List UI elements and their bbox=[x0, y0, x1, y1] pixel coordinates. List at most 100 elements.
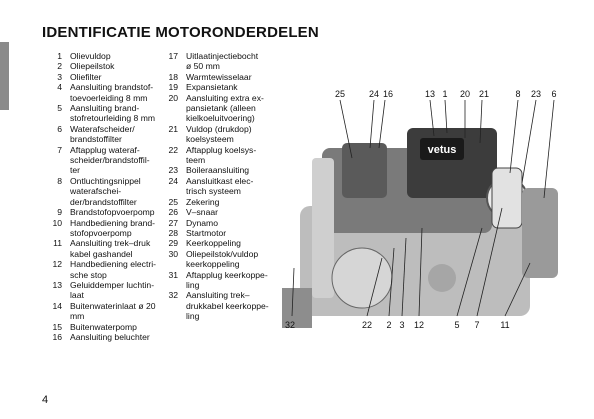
page-number: 4 bbox=[42, 394, 49, 406]
part-number: 28 bbox=[168, 227, 178, 238]
part-number: 7 bbox=[57, 144, 62, 155]
part-item: 23 Boileraansluiting bbox=[160, 165, 272, 175]
callout-label: 5 bbox=[454, 320, 459, 330]
callout-label: 3 bbox=[399, 320, 404, 330]
part-description-line: ling bbox=[186, 311, 200, 322]
section-tab-marker bbox=[0, 42, 9, 110]
badge-plate bbox=[420, 138, 464, 160]
part-number: 11 bbox=[53, 238, 62, 249]
part-description-line: Aansluiting extra ex- bbox=[186, 92, 264, 103]
part-description-line: teem bbox=[186, 155, 206, 166]
page-title: IDENTIFICATIE MOTORONDERDELEN bbox=[42, 24, 319, 41]
part-description: Geluiddemper luchtin-laat bbox=[70, 280, 164, 301]
part-number: 3 bbox=[57, 71, 62, 82]
part-number: 17 bbox=[168, 51, 178, 61]
part-item: 24 Aansluitkast elec-trisch systeem bbox=[160, 176, 272, 197]
part-number: 20 bbox=[168, 92, 178, 103]
part-description-line: sche stop bbox=[70, 269, 107, 280]
part-description-line: trisch systeem bbox=[186, 186, 241, 197]
part-description-line: Aftapplug wateraf- bbox=[70, 144, 140, 155]
part-number: 10 bbox=[52, 217, 62, 228]
part-description-line: Warmtewisselaar bbox=[186, 71, 252, 82]
exhaust-bend bbox=[312, 158, 334, 298]
part-description-line: kabel gashandel bbox=[70, 248, 133, 259]
callout-label: 32 bbox=[285, 320, 295, 330]
part-number: 27 bbox=[168, 217, 178, 228]
part-description-line: ling bbox=[186, 279, 200, 290]
part-description-line: Dynamo bbox=[186, 217, 218, 228]
part-description-line: Aansluiting brand- bbox=[70, 103, 140, 114]
part-description-line: Ontluchtingsnippel bbox=[70, 175, 141, 186]
air-intake bbox=[342, 143, 387, 198]
part-description-line: Oliefilter bbox=[70, 71, 102, 82]
part-description-line: stofretourleiding 8 mm bbox=[70, 113, 156, 124]
part-number: 16 bbox=[52, 331, 62, 342]
callout-label: 22 bbox=[362, 320, 372, 330]
part-description-line: stofopvoerpomp bbox=[70, 227, 132, 238]
part-description: Brandstofopvoerpomp bbox=[70, 207, 164, 217]
part-description-line: Waterafscheider/ bbox=[70, 123, 135, 134]
pump-assembly bbox=[522, 188, 558, 278]
callout-label: 16 bbox=[383, 89, 393, 99]
part-item: 16 Aansluiting beluchter bbox=[44, 332, 164, 342]
part-description: Warmtewisselaar bbox=[186, 72, 272, 82]
part-number: 2 bbox=[57, 61, 62, 72]
part-number: 15 bbox=[52, 321, 62, 332]
part-number: 13 bbox=[52, 279, 62, 290]
part-description-line: Zekering bbox=[186, 196, 220, 207]
part-description-line: kielkoeluitvoering) bbox=[186, 113, 255, 124]
part-description-line: Aansluiting trek–druk bbox=[70, 238, 151, 249]
part-description: Aansluitkast elec-trisch systeem bbox=[186, 176, 272, 197]
part-description-line: laat bbox=[70, 290, 84, 301]
part-number: 23 bbox=[168, 165, 178, 176]
callout-label: 12 bbox=[414, 320, 424, 330]
part-description-line: mm bbox=[70, 311, 85, 322]
filter-housing bbox=[491, 167, 523, 229]
part-description-line: Aftapplug koelsys- bbox=[186, 144, 257, 155]
part-description: Aansluiting beluchter bbox=[70, 332, 164, 342]
part-number: 5 bbox=[57, 103, 62, 114]
part-description: Boileraansluiting bbox=[186, 165, 272, 175]
callout-label: 7 bbox=[474, 320, 479, 330]
part-description-line: keerkoppeling bbox=[186, 259, 240, 270]
part-description-line: Geluiddemper luchtin- bbox=[70, 279, 155, 290]
part-number: 18 bbox=[168, 71, 178, 82]
part-description-line: Uitlaatinjectiebocht bbox=[186, 51, 259, 61]
part-description: Handbediening brand-stofopvoerpomp bbox=[70, 218, 164, 239]
part-description-line: Buitenwaterpomp bbox=[70, 321, 137, 332]
part-description-line: Aansluiting brandstof- bbox=[70, 82, 154, 93]
part-description-line: Brandstofopvoerpomp bbox=[70, 207, 155, 218]
callout-label: 20 bbox=[460, 89, 470, 99]
part-item: 18 Warmtewisselaar bbox=[160, 72, 272, 82]
part-number: 22 bbox=[168, 144, 178, 155]
callout-label: 21 bbox=[479, 89, 489, 99]
part-number: 4 bbox=[57, 82, 62, 93]
part-description: Olievuldop bbox=[70, 51, 164, 61]
part-description-line: Oliepeilstok/vuldop bbox=[186, 248, 259, 259]
callout-label: 13 bbox=[425, 89, 435, 99]
part-item: 3 Oliefilter bbox=[44, 72, 164, 82]
part-number: 26 bbox=[168, 207, 178, 218]
part-description-line: koelsysteem bbox=[186, 134, 234, 145]
part-description-line: Vuldop (drukdop) bbox=[186, 123, 252, 134]
part-description: Startmotor bbox=[186, 228, 272, 238]
part-number: 24 bbox=[168, 175, 178, 186]
part-description: Oliepeilstok bbox=[70, 61, 164, 71]
part-description-line: Aansluiting beluchter bbox=[70, 331, 150, 342]
part-number: 31 bbox=[168, 269, 178, 280]
part-description-line: ter bbox=[70, 165, 81, 176]
part-description-line: Startmotor bbox=[186, 227, 227, 238]
part-description-line: pansietank (alleen bbox=[186, 103, 256, 114]
part-number: 12 bbox=[52, 259, 62, 270]
